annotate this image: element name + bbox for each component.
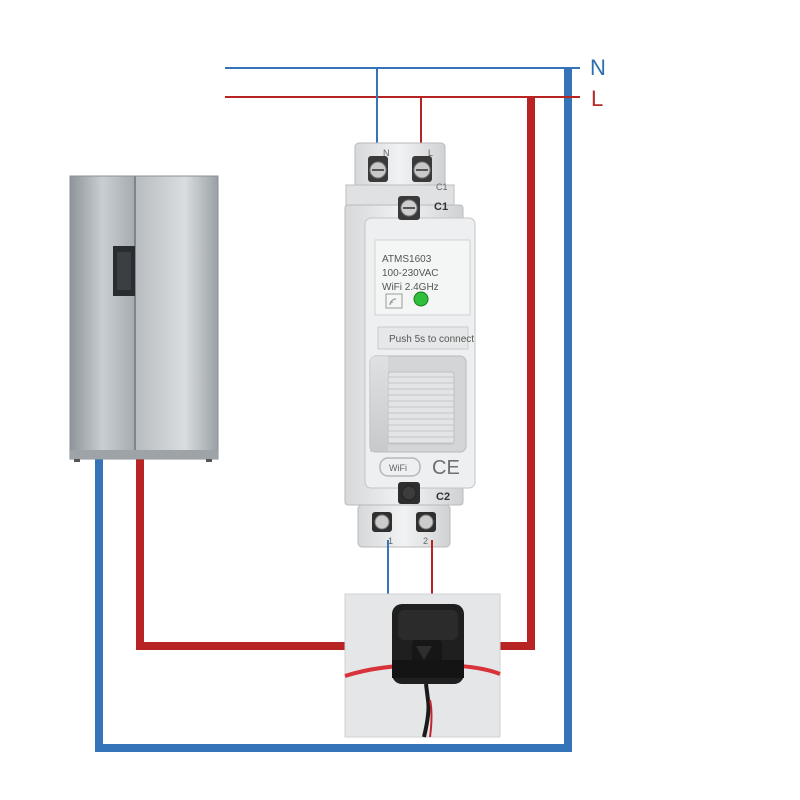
label-l: L: [591, 86, 603, 111]
terminal-n-screw: [368, 156, 388, 182]
energy-meter-device: N L C1 C1 ATMS1603 100-230VAC WiFi 2.4GH…: [344, 142, 476, 548]
terminal-l-label: L: [428, 148, 433, 158]
terminal-l-screw: [412, 156, 432, 182]
terminal-n-label: N: [383, 148, 390, 158]
terminal-2-label: 2: [423, 536, 428, 546]
push-to-connect-text: Push 5s to connect: [389, 334, 474, 345]
label-n: N: [590, 55, 606, 80]
terminal-c2-screw: [398, 482, 420, 504]
live-return-wire: [136, 458, 345, 650]
status-led: [413, 291, 429, 307]
terminal-1-screw: [372, 512, 392, 532]
wifi-text: WiFi 2.4GHz: [382, 282, 439, 293]
svg-text:WiFi: WiFi: [389, 463, 407, 473]
wifi-signal-icon: [385, 293, 403, 309]
refrigerator-icon: [69, 175, 219, 462]
ce-mark: CE: [432, 457, 460, 479]
terminal-2-screw: [416, 512, 436, 532]
c1-small-label: C1: [436, 182, 448, 192]
current-transformer-clamp-icon: [344, 593, 501, 738]
voltage-text: 100-230VAC: [382, 268, 439, 279]
live-main-wire: [500, 97, 535, 650]
model-text: ATMS1603: [382, 254, 432, 265]
terminal-c1-screw: [398, 196, 420, 220]
neutral-main-wire: [95, 68, 572, 752]
terminal-1-label: 1: [388, 536, 393, 546]
c2-label: C2: [436, 491, 450, 503]
pairing-button: [369, 355, 467, 453]
wifi-badge: WiFi: [379, 457, 421, 477]
c1-label: C1: [434, 201, 448, 213]
